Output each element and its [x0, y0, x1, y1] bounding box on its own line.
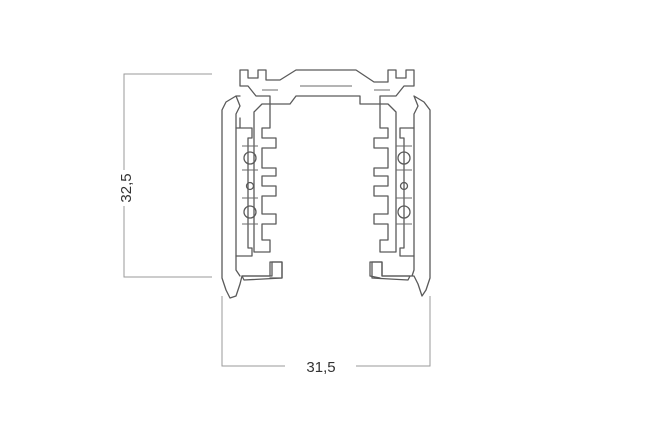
width-dimension-line-right: [356, 296, 431, 367]
left-conductor-1: [243, 151, 257, 165]
width-dimension: 31,5: [221, 296, 431, 376]
right-conductor-holder: [373, 103, 412, 253]
height-dimension-line: [123, 73, 212, 170]
bottom-lip-right: [371, 261, 411, 281]
left-conductor-holder: [242, 103, 277, 253]
track-profile: [221, 69, 431, 299]
width-dimension-line-left: [221, 296, 285, 367]
right-inner-channel: [399, 127, 415, 257]
height-dimension-label: 32,5: [118, 173, 135, 202]
width-dimension-label: 31,5: [306, 359, 335, 376]
left-wall: [221, 95, 283, 299]
right-conductor-1: [397, 151, 411, 165]
height-dimension: 32,5: [118, 73, 212, 278]
left-conductor-3: [243, 205, 257, 219]
top-cap-inner: [262, 85, 390, 91]
left-conductor-2: [245, 181, 255, 191]
height-dimension-line-lower: [123, 206, 212, 278]
right-wall: [369, 95, 431, 297]
right-conductor-3: [397, 205, 411, 219]
left-inner-channel: [235, 117, 253, 257]
bottom-lip-left: [241, 261, 283, 281]
right-conductor-2: [399, 181, 409, 191]
top-cap: [239, 69, 415, 105]
